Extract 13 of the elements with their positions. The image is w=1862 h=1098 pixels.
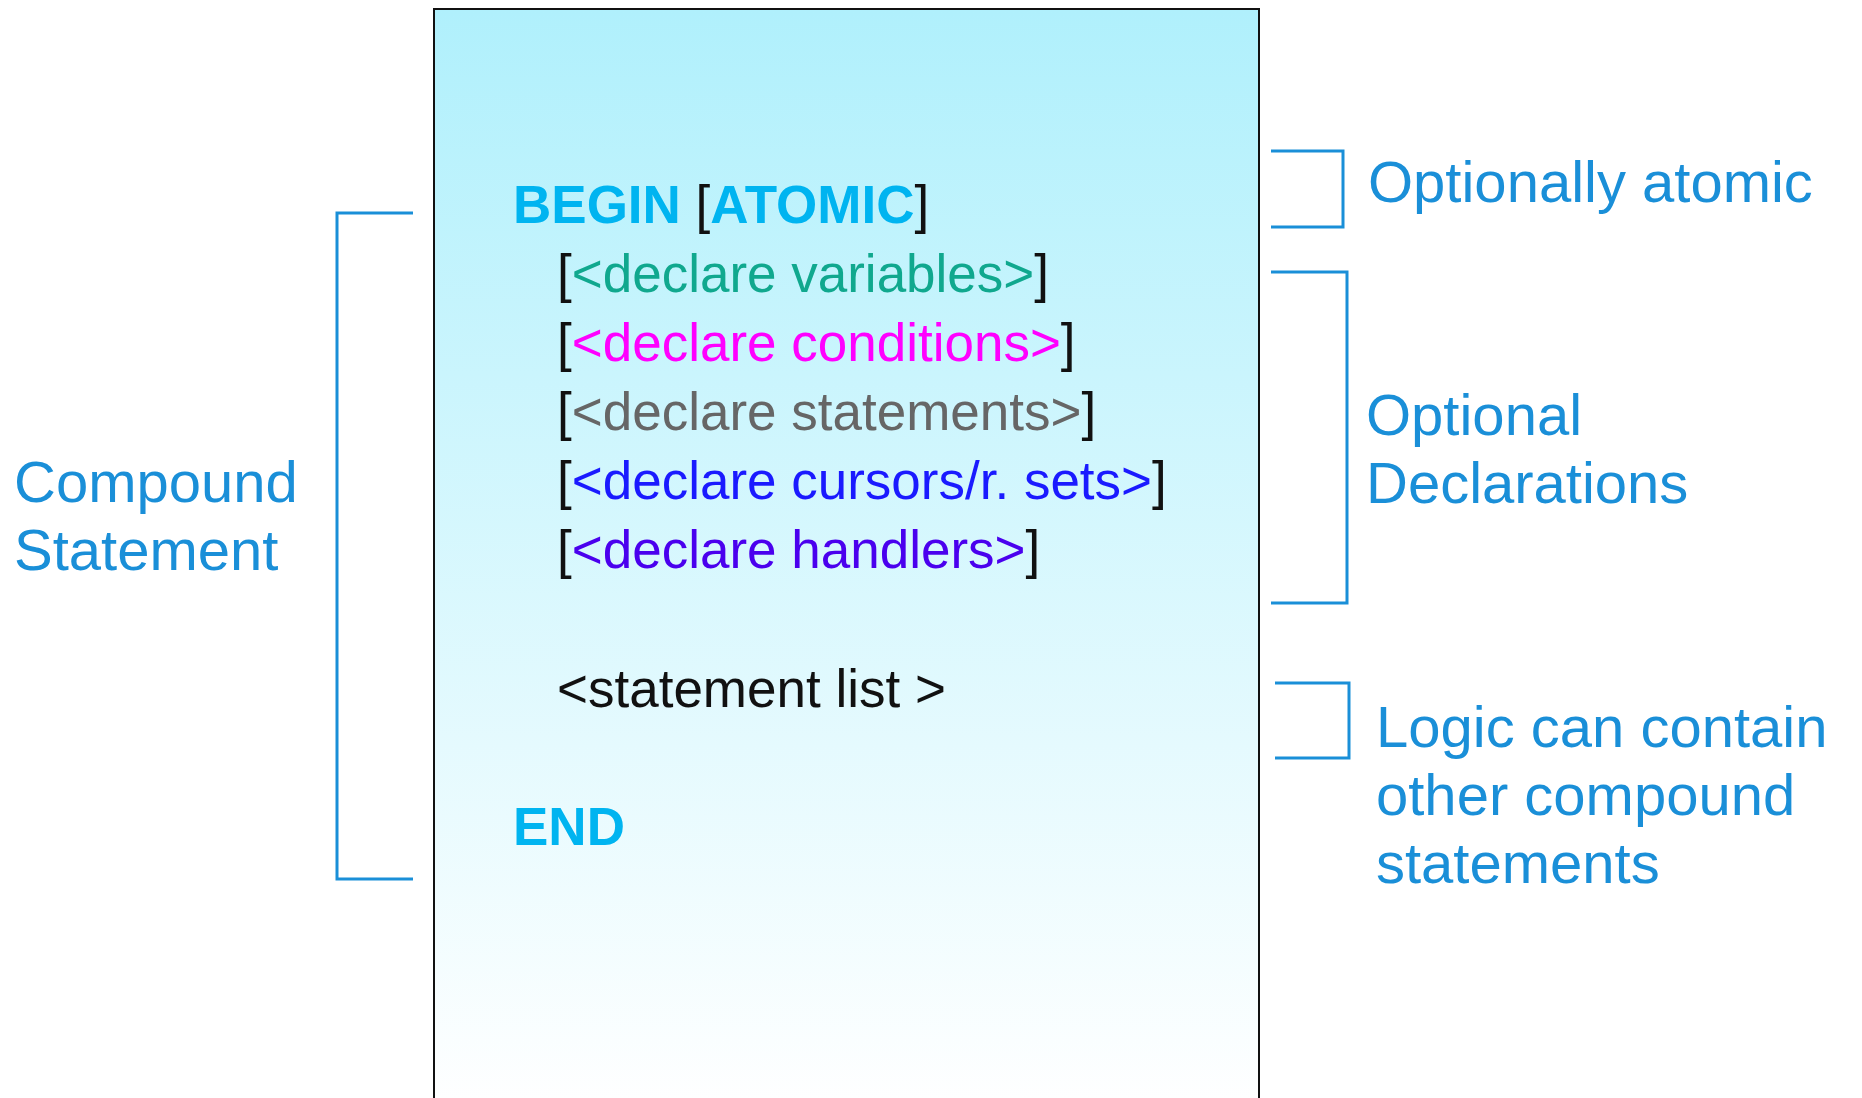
code-line: [<declare conditions>] (557, 315, 1076, 371)
annotation-text: Optionally atomic (1368, 148, 1814, 216)
annotation-text: Optional Declarations (1366, 381, 1690, 517)
annotation-text: Logic can contain other compound statements (1376, 693, 1829, 897)
annotation-text: Compound Statement (14, 448, 299, 584)
code-line: [<declare cursors/r. sets>] (557, 453, 1167, 509)
code-line: [<declare variables>] (557, 246, 1050, 302)
code-line: <statement list > (557, 661, 946, 717)
code-line: END (513, 799, 625, 855)
code-line: [<declare statements>] (557, 384, 1097, 440)
code-line: BEGIN [ATOMIC] (513, 177, 930, 233)
code-panel (433, 8, 1260, 1098)
code-line: [<declare handlers>] (557, 522, 1041, 578)
